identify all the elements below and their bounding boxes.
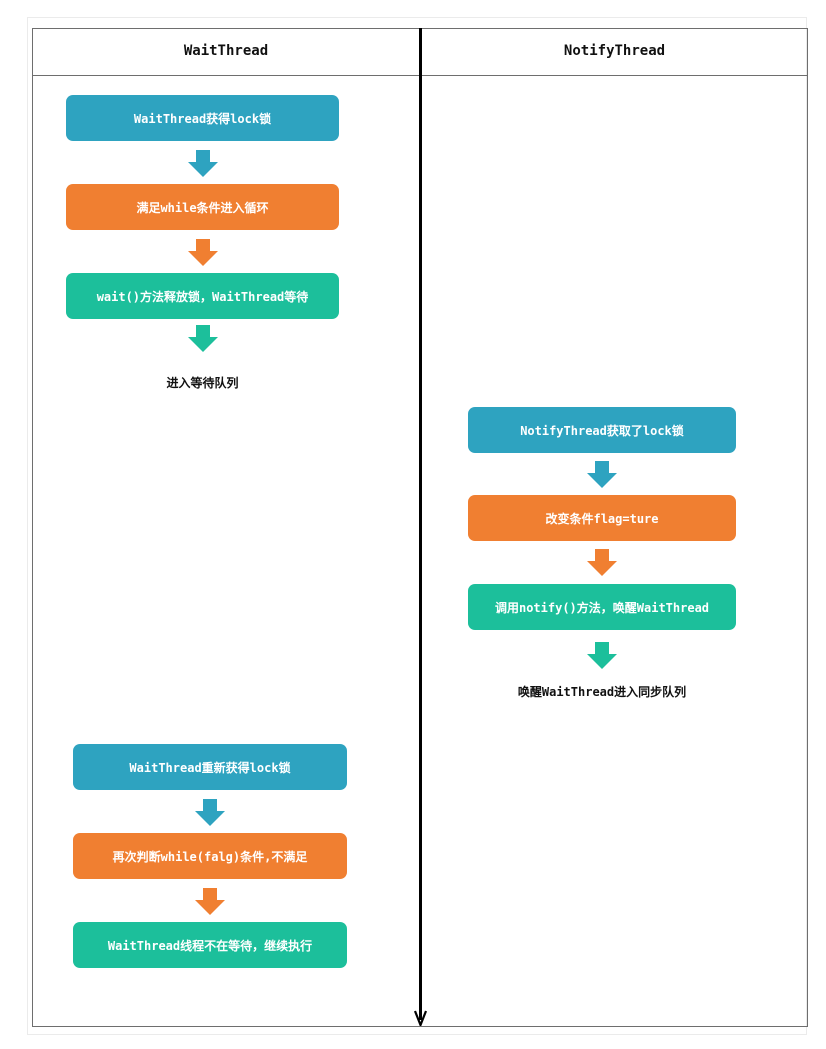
notify-step-acquire-lock: NotifyThread获取了lock锁 [468,407,736,453]
down-arrow-icon [587,642,617,669]
timeline-arrowhead-icon [414,1010,427,1026]
down-arrow-icon [188,150,218,177]
down-arrow-icon [587,549,617,576]
wait-step-continue-execution: WaitThread线程不在等待，继续执行 [73,922,347,968]
wait-step-enter-loop: 满足while条件进入循环 [66,184,339,230]
wait-step-release-lock: wait()方法释放锁，WaitThread等待 [66,273,339,319]
notify-step-change-flag: 改变条件flag=ture [468,495,736,541]
down-arrow-icon [188,325,218,352]
wait-step-recheck-condition: 再次判断while(falg)条件,不满足 [73,833,347,879]
wait-lane-title: WaitThread [183,43,269,59]
wait-step-reacquire-lock: WaitThread重新获得lock锁 [73,744,347,790]
notify-lane-title: NotifyThread [563,43,666,59]
down-arrow-icon [188,239,218,266]
down-arrow-icon [195,799,225,826]
down-arrow-icon [587,461,617,488]
notify-step-call-notify: 调用notify()方法，唤醒WaitThread [468,584,736,630]
wait-note-waiting-queue: 进入等待队列 [166,376,239,390]
timeline-line [419,28,422,1020]
down-arrow-icon [195,888,225,915]
outer-frame [27,17,807,1035]
notify-note-sync-queue: 唤醒WaitThread进入同步队列 [517,685,687,699]
wait-step-acquire-lock: WaitThread获得lock锁 [66,95,339,141]
